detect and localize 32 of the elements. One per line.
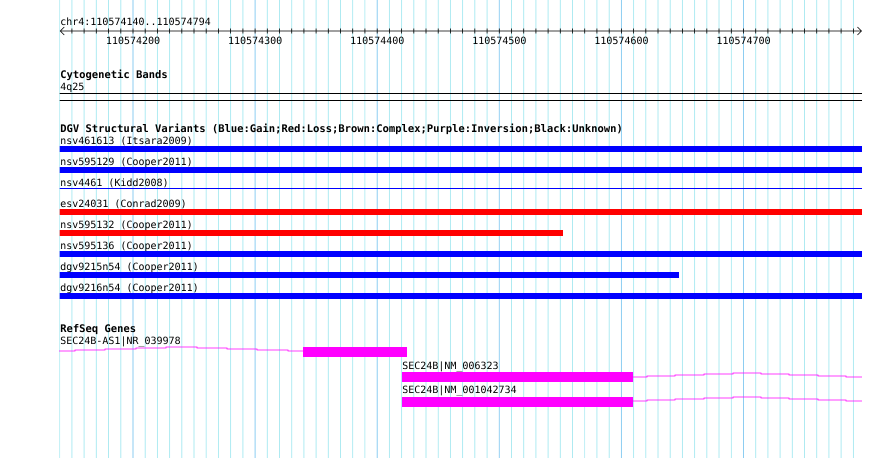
- tick-label: 110574500: [473, 36, 526, 44]
- variant-feature: nsv461613 (Itsara2009): [60, 136, 862, 152]
- node-label: dgv9215n54 (Cooper2011): [60, 262, 197, 272]
- variant-feature: dgv9215n54 (Cooper2011): [60, 262, 679, 278]
- node-label: SEC24B-AS1|NR_039978: [60, 336, 180, 346]
- gene-feature: SEC24B-AS1|NR_039978: [58, 336, 407, 357]
- gene-feature: SEC24B|NM_006323: [402, 361, 862, 382]
- node-label: nsv4461 (Kidd2008): [61, 178, 166, 188]
- tick-label: 110574600: [596, 36, 648, 44]
- tick-label: 110574200: [107, 36, 160, 44]
- variant-feature: nsv595136 (Cooper2011): [60, 241, 862, 257]
- node-label: esv24031 (Conrad2009): [60, 199, 185, 208]
- node-label: nsv595129 (Cooper2011): [61, 157, 191, 168]
- node-label: nsv595136 (Cooper2011): [61, 241, 191, 252]
- node-label: nsv461613 (Itsara2009): [61, 136, 191, 146]
- variant-feature: nsv595129 (Cooper2011): [60, 157, 862, 173]
- node-label: SEC24B|NM_001042734: [402, 385, 516, 396]
- node-label: nsv595132 (Cooper2011): [61, 220, 191, 230]
- tick-label: 110574700: [718, 36, 770, 44]
- variant-feature: nsv595132 (Cooper2011): [60, 220, 563, 236]
- variant-feature: nsv4461 (Kidd2008): [60, 178, 862, 189]
- tick-label: 110574400: [351, 36, 404, 44]
- tick-label: 110574300: [229, 36, 282, 44]
- node-label: SEC24B|NM_006323: [402, 361, 498, 372]
- gene-feature: SEC24B|NM_001042734: [402, 385, 862, 407]
- node-label: dgv9216n54 (Cooper2011): [60, 283, 197, 294]
- track-heading: RefSeq Genes: [60, 324, 136, 334]
- variant-feature: esv24031 (Conrad2009): [60, 199, 862, 215]
- track-heading: DGV Structural Variants (Blue:Gain;Red:Loss;Brown:Complex;Purple:Inversion;Black:Unknown): [60, 123, 621, 134]
- cytoband-feature: 4q25: [59, 82, 862, 101]
- variant-feature: dgv9216n54 (Cooper2011): [60, 283, 862, 299]
- location-title: chr4:110574140..110574794: [61, 17, 210, 26]
